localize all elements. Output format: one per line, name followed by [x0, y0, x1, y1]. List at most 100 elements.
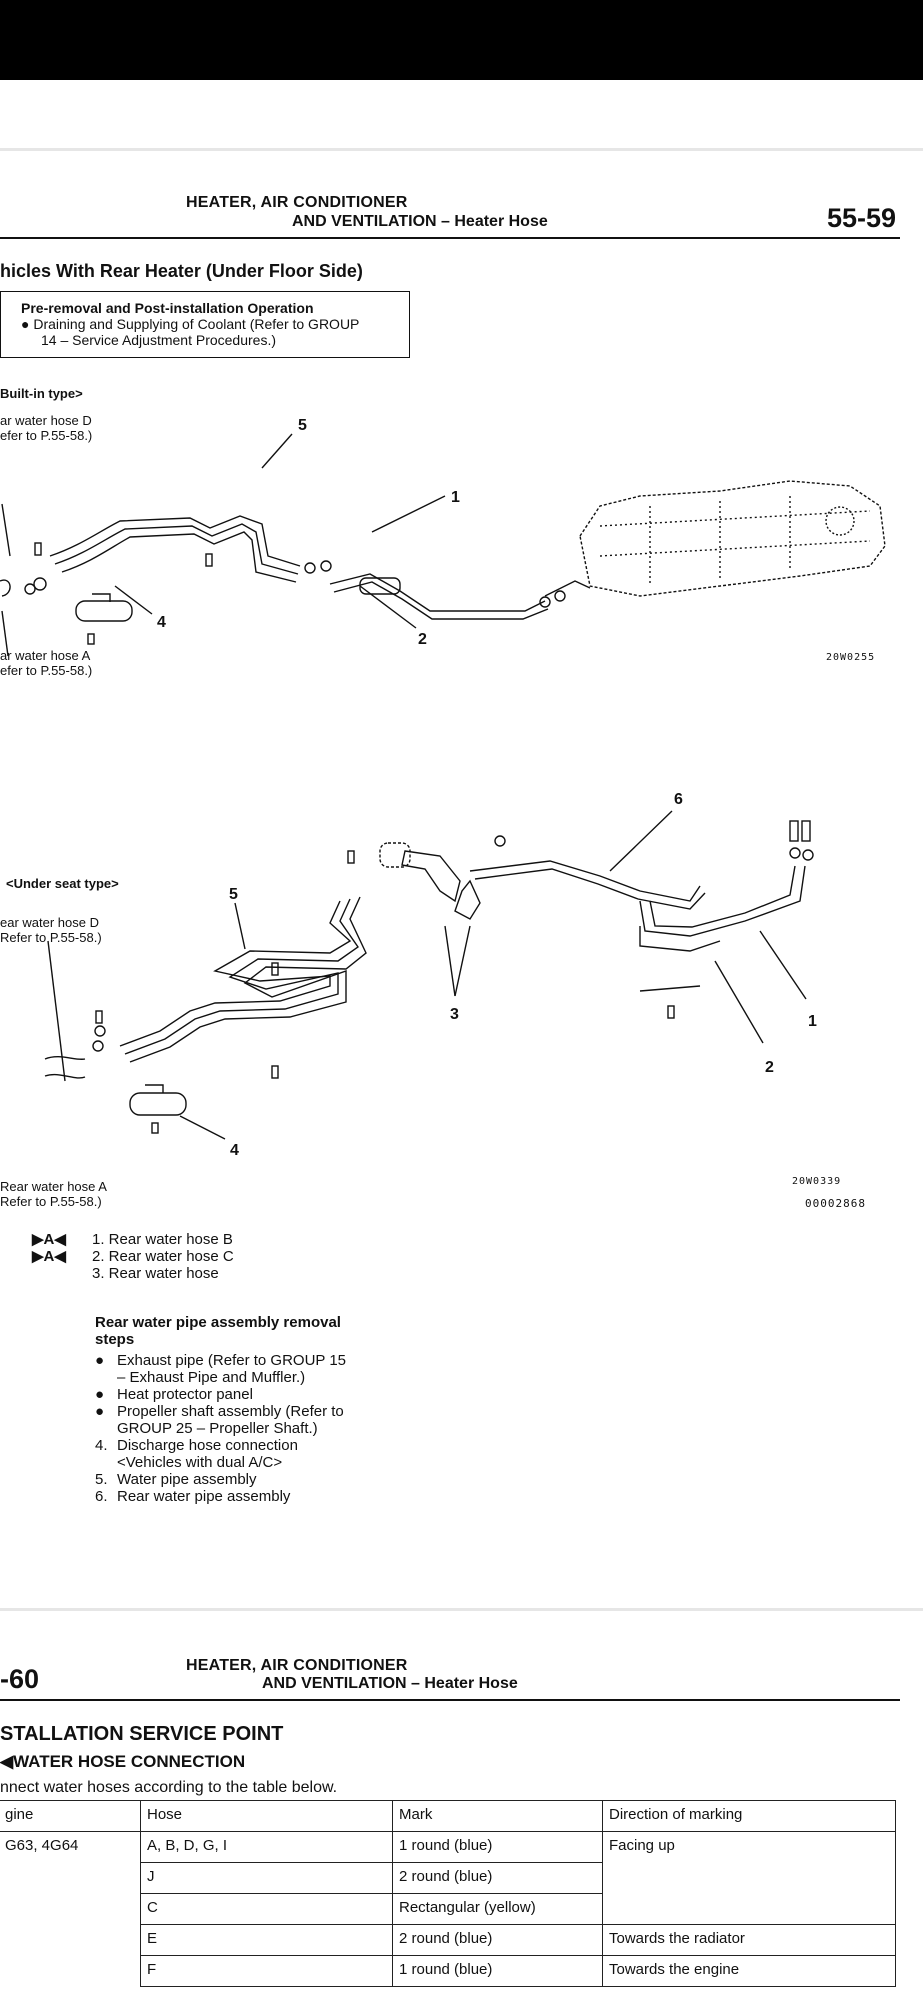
diagram1-callout-2: 2 — [418, 631, 427, 648]
manual-page-55-59: HEATER, AIR CONDITIONER AND VENTILATION … — [0, 151, 923, 1608]
table-header: Hose — [140, 1800, 393, 1832]
operation-box-line-1: ● Draining and Supplying of Coolant (Ref… — [21, 316, 360, 332]
list-item: ● Exhaust pipe (Refer to GROUP 15 — [95, 1352, 425, 1369]
table-cell: 2 round (blue) — [392, 1862, 603, 1894]
page-separator — [0, 1608, 923, 1611]
manual-page-55-60: -60 HEATER, AIR CONDITIONER AND VENTILAT… — [0, 1611, 923, 2000]
diagram2-ref-d-line2: Refer to P.55-58.) — [0, 930, 102, 945]
list-bullet — [95, 1369, 117, 1386]
list-text: Propeller shaft assembly (Refer to — [117, 1403, 344, 1420]
diagram2-callout-5: 5 — [229, 886, 238, 903]
diagram2-drawing — [44, 810, 814, 1140]
diagram2-callout-6: 6 — [674, 791, 683, 808]
step-text: 1. Rear water hose B — [92, 1231, 233, 1248]
page-number: -60 — [0, 1664, 40, 1694]
table-cell: J — [140, 1862, 393, 1894]
removal-step: 3. Rear water hose — [32, 1265, 234, 1282]
operation-box-line-2: 14 – Service Adjustment Procedures.) — [41, 332, 277, 348]
diagram1-callout-5: 5 — [298, 417, 307, 434]
hose-marking-table: gine Hose Mark Direction of marking G63,… — [0, 1800, 896, 1987]
list-item: ● Propeller shaft assembly (Refer to — [95, 1403, 425, 1420]
removal-step: ▶A◀ 2. Rear water hose C — [32, 1248, 234, 1265]
list-item: 6.Rear water pipe assembly — [95, 1488, 425, 1505]
list-bullet — [95, 1454, 117, 1471]
table-row: G63, 4G64 A, B, D, G, I 1 round (blue) F… — [0, 1831, 896, 1987]
operation-box: Pre-removal and Post-installation Operat… — [0, 291, 410, 358]
step-text: 2. Rear water hose C — [92, 1248, 234, 1265]
list-item: 5. Water pipe assembly — [95, 1471, 425, 1488]
diagram2-callout-3: 3 — [450, 1006, 459, 1023]
table-cell: 1 round (blue) — [392, 1831, 603, 1863]
header-line-2: AND VENTILATION – Heater Hose — [292, 213, 548, 230]
diagram1-ref-a-line1: ar water hose A — [0, 648, 91, 663]
diagram1-ref-d-line1: ar water hose D — [0, 413, 92, 428]
list-item: – Exhaust Pipe and Muffler.) — [95, 1369, 425, 1386]
list-item: 4. Discharge hose connection — [95, 1437, 425, 1454]
pipe-steps-title-line1: Rear water pipe assembly removal — [95, 1314, 341, 1331]
top-black-bar — [0, 0, 923, 80]
diagram2-callout-1: 1 — [808, 1013, 817, 1030]
header-line-2: AND VENTILATION – Heater Hose — [262, 1675, 518, 1692]
table-cell: G63, 4G64 — [0, 1831, 141, 1987]
table-header-row: gine Hose Mark Direction of marking — [0, 1800, 896, 1832]
table-row: J 2 round (blue) — [0, 1862, 896, 1894]
removal-steps: ▶A◀ 1. Rear water hose B ▶A◀ 2. Rear wat… — [32, 1231, 234, 1282]
service-point-mark — [32, 1265, 92, 1282]
table-row: E 2 round (blue) Towards the radiator — [0, 1924, 896, 1956]
table-row: F 1 round (blue) Towards the engine — [0, 1955, 896, 1987]
section-title: hicles With Rear Heater (Under Floor Sid… — [0, 261, 363, 281]
diagram2-type-label: <Under seat type> — [6, 876, 119, 891]
table-cell: 2 round (blue) — [392, 1924, 603, 1956]
top-gap — [0, 80, 923, 150]
intro-text: nnect water hoses according to the table… — [0, 1779, 338, 1796]
pipe-removal-steps: Rear water pipe assembly removal steps ●… — [95, 1314, 425, 1505]
pipe-steps-title: Rear water pipe assembly removal steps — [95, 1314, 425, 1348]
list-bullet: 6. — [95, 1488, 108, 1505]
table-cell: Towards the radiator — [602, 1924, 896, 1956]
operation-box-title: Pre-removal and Post-installation Operat… — [21, 300, 314, 316]
list-bullet — [95, 1420, 117, 1437]
header-rule — [0, 237, 900, 239]
pipe-steps-title-line2: steps — [95, 1331, 135, 1348]
list-text: Heat protector panel — [117, 1386, 253, 1403]
list-bullet: 5. — [95, 1471, 108, 1488]
removal-step: ▶A◀ 1. Rear water hose B — [32, 1231, 234, 1248]
list-text: – Exhaust Pipe and Muffler.) — [117, 1369, 306, 1386]
table-cell: Rectangular (yellow) — [392, 1893, 603, 1925]
diagram1-type-label: Built-in type> — [0, 386, 83, 401]
list-text: Exhaust pipe (Refer to GROUP 15 — [117, 1352, 346, 1369]
list-text: <Vehicles with dual A/C> — [117, 1454, 283, 1471]
table-row: C Rectangular (yellow) — [0, 1893, 896, 1925]
diagram1-ref-a-line2: efer to P.55-58.) — [0, 663, 93, 678]
list-text: Discharge hose connection — [117, 1437, 298, 1454]
list-text: Water pipe assembly — [117, 1471, 257, 1488]
table-cell: Towards the engine — [602, 1955, 896, 1987]
diagram1-drawing — [0, 433, 886, 657]
diagram2-ref-d-line1: ear water hose D — [0, 915, 99, 930]
list-bullet: 4. — [95, 1437, 108, 1454]
diagram1-ref-d-line2: efer to P.55-58.) — [0, 428, 93, 443]
diagram2-callout-2: 2 — [765, 1059, 774, 1076]
list-bullet: ● — [95, 1403, 105, 1420]
step-text: 3. Rear water hose — [92, 1265, 219, 1282]
table-header: Direction of marking — [602, 1800, 896, 1832]
diagram2-callout-4: 4 — [230, 1142, 239, 1159]
table-cell: F — [140, 1955, 393, 1987]
table-cell: 1 round (blue) — [392, 1955, 603, 1987]
subsection-title: ◀WATER HOSE CONNECTION — [0, 1752, 246, 1771]
diagram2-ref-a-line1: Rear water hose A — [0, 1179, 107, 1194]
diagram1-figure-code: 20W0255 — [826, 652, 876, 663]
table-cell: E — [140, 1924, 393, 1956]
header-rule — [0, 1699, 900, 1701]
diagram2-doc-code: 00002868 — [805, 1197, 866, 1210]
page-number: 55-59 — [827, 203, 897, 233]
diagram1-callout-4: 4 — [157, 614, 166, 631]
header-line-1: HEATER, AIR CONDITIONER — [186, 1657, 408, 1674]
diagram1-callout-1: 1 — [451, 489, 460, 506]
table-cell: Facing up — [602, 1831, 896, 1925]
list-item: <Vehicles with dual A/C> — [95, 1454, 425, 1471]
list-bullet: ● — [95, 1352, 105, 1369]
page-separator — [0, 148, 923, 151]
list-bullet: ● — [95, 1386, 105, 1403]
section-title: STALLATION SERVICE POINT — [0, 1723, 284, 1745]
